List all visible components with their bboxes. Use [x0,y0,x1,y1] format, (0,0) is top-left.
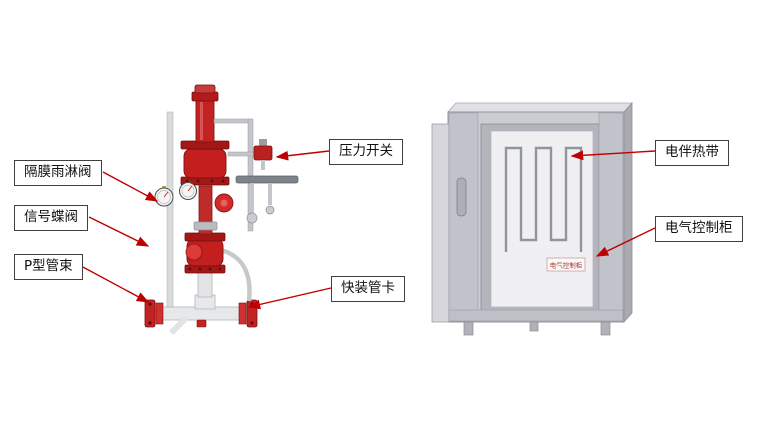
cabinet-bottom-rail [448,309,624,322]
cabinet-nameplate: 电气控制柜 [550,261,583,270]
red-handwheel-hub [220,199,228,207]
cabinet-right-stile [598,112,624,322]
label-electric-heat-tracing: 电伴热带 [655,140,729,166]
arrow-quick-install-pipe-clamp [247,287,332,310]
cabinet-foot-left [463,321,474,336]
cabinet-nameplate-plate [546,257,586,272]
pressure-gauge-left [154,186,174,207]
arrow-electrical-control-cabinet [595,227,656,257]
pressure-switch-device [253,139,273,170]
label-electrical-control-cabinet: 电气控制柜 [655,216,743,242]
flex-hose [220,247,252,302]
right-pipe-clamp [238,299,258,328]
cabinet-left-stile [448,112,479,322]
heat-tracing-element [504,146,583,252]
label-quick-install-pipe-clamp: 快装管卡 [331,276,405,302]
top-riser-pipe [191,84,219,143]
deluge-valve-assembly [144,84,299,336]
cabinet-door-handle [456,177,467,217]
stand-pipe [166,111,174,309]
cabinet-top-face [447,102,633,113]
arrow-p-type-pipe-bundle [80,265,150,303]
label-signal-butterfly-valve: 信号蝶阀 [14,205,88,231]
callout-arrows [80,150,656,310]
cabinet-foot-center [529,321,539,332]
cabinet-foot-right [600,321,611,336]
arrow-electric-heat-tracing [570,150,656,161]
riser-pipe [197,270,213,298]
cabinet-side-face [623,101,633,324]
center-clamp [196,319,207,328]
arrow-diaphragm-deluge-valve [102,171,159,202]
arrow-pressure-switch [275,150,330,161]
electrical-control-cabinet: 电气控制柜 [431,101,633,336]
grooved-coupling [193,221,218,231]
trim-piping [213,118,299,232]
signal-butterfly-valve [184,232,226,274]
pressure-gauge-right [179,182,197,200]
label-pressure-switch: 压力开关 [329,139,403,165]
diaphragm-deluge-valve [180,140,230,186]
label-diaphragm-deluge-valve: 隔膜雨淋阀 [14,160,102,186]
cabinet-inner-panel [490,130,594,308]
drain-elbow [168,315,189,336]
cabinet-open-door-edge [431,123,450,323]
left-pipe-clamp [144,299,164,328]
arrow-signal-butterfly-valve [88,216,150,247]
label-p-type-pipe-bundle: P型管束 [14,254,83,280]
